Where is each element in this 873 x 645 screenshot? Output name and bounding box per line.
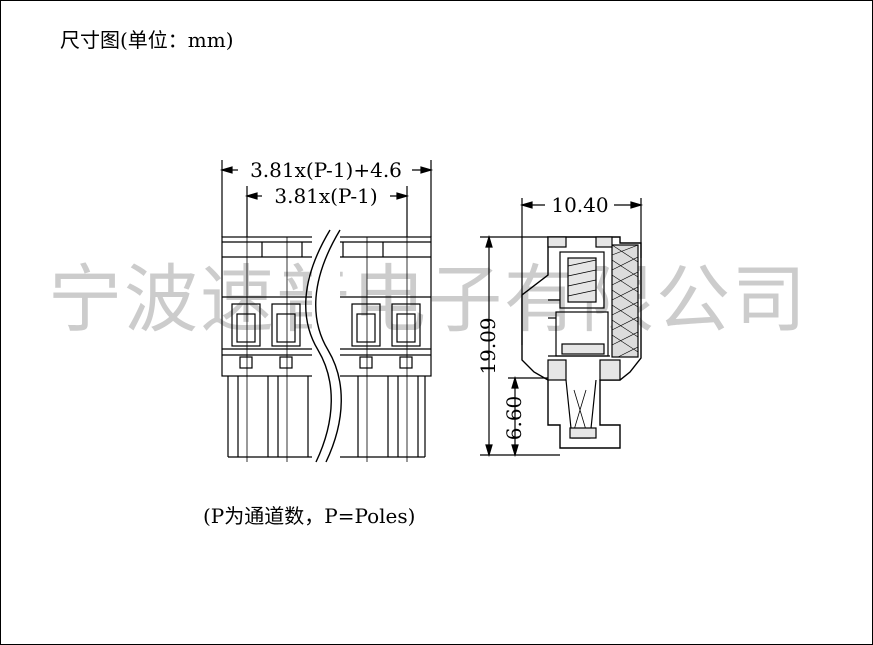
pitch-width-label: 3.81x(P-1) [274, 184, 377, 208]
depth-label: 10.40 [551, 193, 608, 217]
height-label: 19.09 [476, 317, 500, 374]
poles-caption: (P为通道数，P=Poles) [203, 504, 416, 528]
contact-windows [231, 303, 421, 347]
page-title: 尺寸图(单位：mm) [60, 28, 234, 52]
side-view [480, 198, 644, 458]
overall-width-label: 3.81x(P-1)+4.6 [250, 158, 402, 182]
pin-length-label: 6.60 [502, 396, 526, 441]
pin-squares [239, 356, 413, 369]
company-watermark: 宁波速普电子有限公司 [48, 257, 808, 343]
front-view [219, 160, 434, 465]
